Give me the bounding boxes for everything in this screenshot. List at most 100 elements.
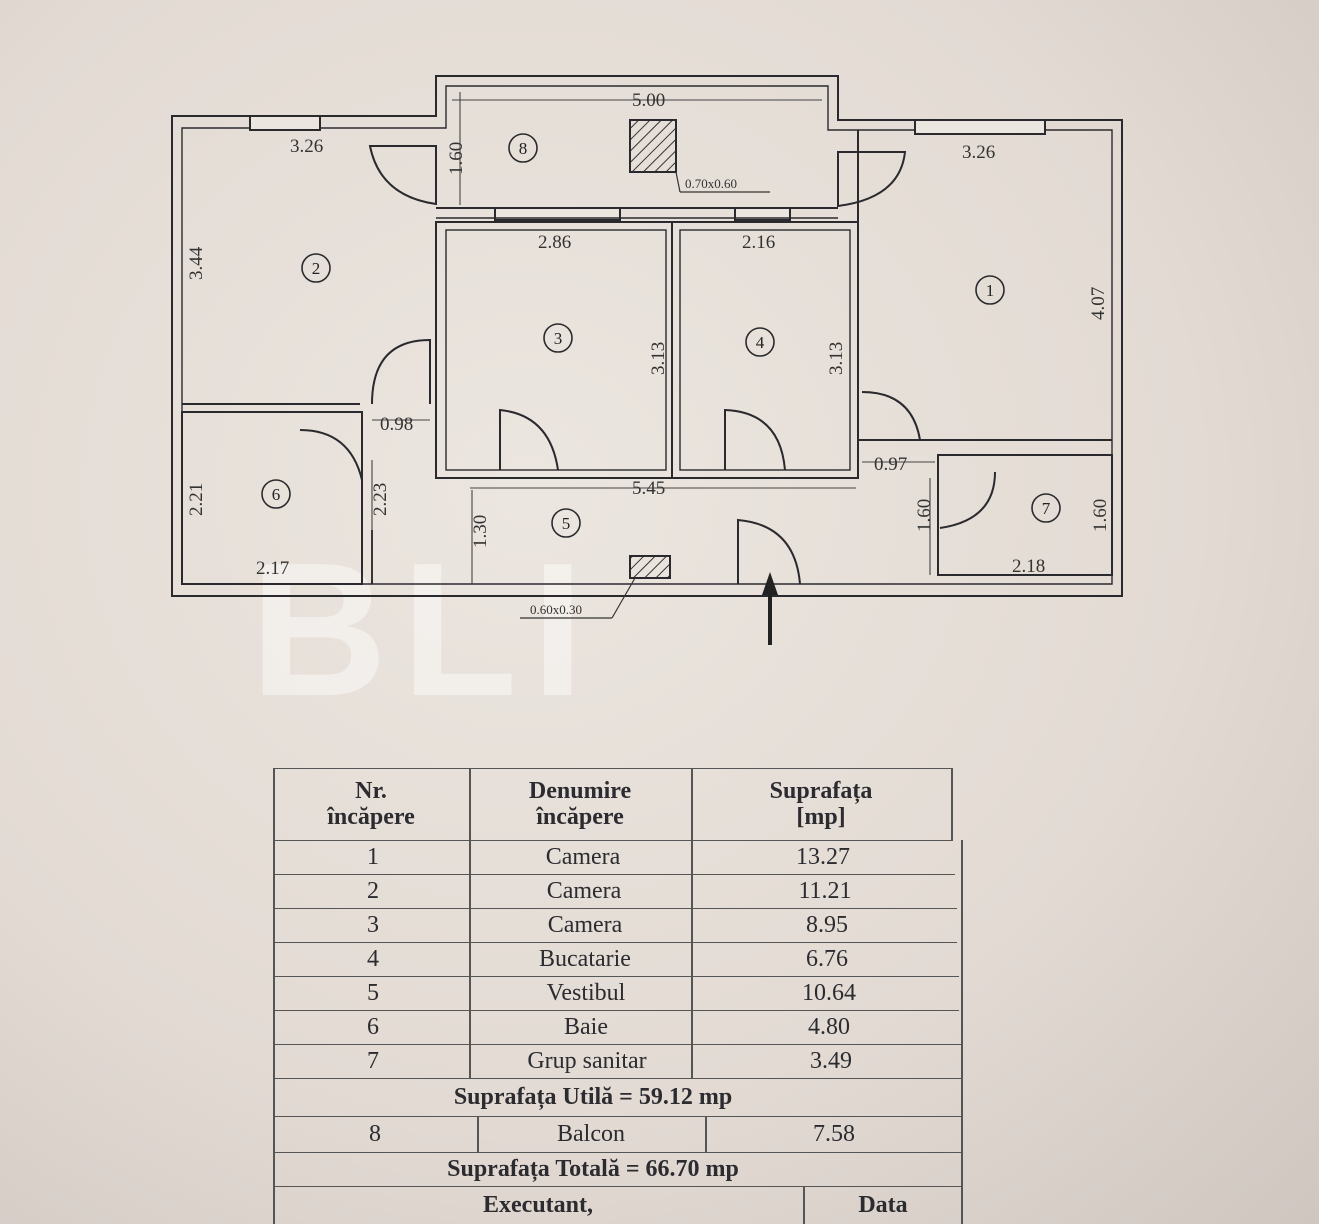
col-divider bbox=[705, 1116, 707, 1152]
table-border-right bbox=[951, 768, 953, 840]
row-nr: 1 bbox=[367, 843, 379, 870]
dim-room3-width: 2.86 bbox=[538, 232, 571, 253]
dim-room1-width: 3.26 bbox=[962, 142, 995, 163]
shaft-bottom-label: 0.60x0.30 bbox=[530, 602, 582, 617]
dim-room7-side: 1.60 bbox=[914, 499, 935, 532]
row-area: 10.64 bbox=[802, 979, 856, 1006]
dim-room6-width: 2.17 bbox=[256, 558, 289, 579]
header-nr: Nr. încăpere bbox=[273, 769, 469, 840]
dim-balcony-depth: 1.60 bbox=[446, 142, 467, 175]
dim-room1-height: 4.07 bbox=[1088, 287, 1109, 320]
room-1-marker bbox=[975, 275, 1005, 305]
col-divider bbox=[477, 1116, 479, 1152]
room-2-marker bbox=[301, 253, 331, 283]
util-total: Suprafața Utilă = 59.12 mp bbox=[453, 1083, 733, 1110]
col-divider bbox=[691, 768, 693, 1078]
col-divider bbox=[469, 768, 471, 1078]
table-row: 4 Bucatarie 6.76 bbox=[273, 942, 957, 976]
header-area: Suprafața [mp] bbox=[691, 769, 951, 840]
table-header: Nr. încăpere Denumire încăpere Suprafața… bbox=[273, 768, 951, 840]
header-name-line2: încăpere bbox=[536, 803, 624, 830]
floor-plan: BLI bbox=[171, 75, 1123, 736]
table-row: 1 Camera 13.27 bbox=[273, 840, 953, 874]
row-nr: 8 bbox=[369, 1120, 381, 1147]
area-table: Nr. încăpere Denumire încăpere Suprafața… bbox=[273, 768, 963, 1224]
row-area: 7.58 bbox=[813, 1120, 855, 1147]
dim-door-right: 0.97 bbox=[874, 454, 907, 475]
table-row: 3 Camera 8.95 bbox=[273, 908, 957, 942]
grand-total: Suprafața Totală = 66.70 mp bbox=[447, 1155, 739, 1182]
door-room-2 bbox=[371, 338, 431, 405]
door-room-3 bbox=[499, 408, 559, 471]
footer-date: Data bbox=[858, 1191, 908, 1218]
outer-wall bbox=[171, 75, 1123, 597]
room-6-number: 6 bbox=[272, 485, 281, 504]
header-area-line1: Suprafața bbox=[769, 778, 873, 805]
row-name: Baie bbox=[564, 1013, 608, 1040]
footer-executant: Executant, bbox=[483, 1191, 593, 1218]
grand-total-row: Suprafața Totală = 66.70 mp bbox=[273, 1152, 963, 1186]
row-area: 8.95 bbox=[806, 911, 848, 938]
row-name: Balcon bbox=[557, 1120, 625, 1147]
room-8-marker bbox=[508, 133, 538, 163]
room-1-number: 1 bbox=[986, 281, 995, 300]
header-name: Denumire încăpere bbox=[469, 769, 691, 840]
shaft-top-label: 0.70x0.60 bbox=[685, 176, 737, 191]
row-name: Grup sanitar bbox=[527, 1047, 647, 1074]
table-row: 2 Camera 11.21 bbox=[273, 874, 955, 908]
row-area: 6.76 bbox=[806, 945, 848, 972]
window bbox=[914, 119, 1046, 135]
room-6-wall bbox=[181, 411, 363, 585]
row-area: 3.49 bbox=[810, 1047, 852, 1074]
inner-wall-outline bbox=[181, 85, 1113, 585]
row-nr: 3 bbox=[367, 911, 379, 938]
dim-room7-height: 1.60 bbox=[1090, 499, 1111, 532]
row-name: Bucatarie bbox=[539, 945, 631, 972]
room-7-wall bbox=[937, 454, 1113, 576]
row-area: 11.21 bbox=[798, 877, 852, 904]
row-area: 13.27 bbox=[796, 843, 850, 870]
room-3-inner bbox=[445, 229, 667, 471]
dim-door-left: 0.98 bbox=[380, 414, 413, 435]
row-nr: 6 bbox=[367, 1013, 379, 1040]
room-3-marker bbox=[543, 323, 573, 353]
dim-balcony-width: 5.00 bbox=[632, 90, 665, 111]
util-total-row: Suprafața Utilă = 59.12 mp bbox=[273, 1078, 961, 1116]
row-name: Vestibul bbox=[546, 979, 626, 1006]
table-row: 7 Grup sanitar 3.49 bbox=[273, 1044, 961, 1078]
door-room-4 bbox=[724, 408, 786, 471]
table-border-right bbox=[961, 840, 963, 1224]
entry-arrow-head bbox=[762, 572, 778, 595]
dim-room4-height: 3.13 bbox=[826, 342, 847, 375]
room-3-number: 3 bbox=[554, 329, 563, 348]
room-3-wall bbox=[435, 221, 673, 479]
row-name: Camera bbox=[546, 877, 622, 904]
room-5-number: 5 bbox=[562, 514, 571, 533]
dim-room6-height: 2.21 bbox=[186, 483, 207, 516]
door-room-1 bbox=[861, 391, 921, 441]
table-row: 5 Vestibul 10.64 bbox=[273, 976, 959, 1010]
header-name-line1: Denumire bbox=[528, 778, 632, 805]
room-5-marker bbox=[551, 508, 581, 538]
door-room-6 bbox=[299, 429, 363, 481]
row-area: 4.80 bbox=[808, 1013, 850, 1040]
row-nr: 2 bbox=[367, 877, 379, 904]
footer-row: Executant, Data bbox=[273, 1186, 963, 1224]
row-nr: 7 bbox=[367, 1047, 379, 1074]
room-7-number: 7 bbox=[1042, 499, 1051, 518]
table-row: 6 Baie 4.80 bbox=[273, 1010, 959, 1044]
row-nr: 4 bbox=[367, 945, 379, 972]
dim-room4-width: 2.16 bbox=[742, 232, 775, 253]
dim-hall-width: 5.45 bbox=[632, 478, 665, 499]
header-nr-line2: încăpere bbox=[327, 803, 415, 830]
row-name: Camera bbox=[545, 843, 621, 870]
shaft-top bbox=[629, 119, 677, 173]
room-4-number: 4 bbox=[756, 333, 765, 352]
room-4-marker bbox=[745, 327, 775, 357]
header-nr-line1: Nr. bbox=[355, 778, 387, 805]
balcony-row: 8 Balcon 7.58 bbox=[273, 1116, 963, 1152]
room-2-number: 2 bbox=[312, 259, 321, 278]
room-8-number: 8 bbox=[519, 139, 528, 158]
header-area-line2: [mp] bbox=[796, 803, 846, 830]
